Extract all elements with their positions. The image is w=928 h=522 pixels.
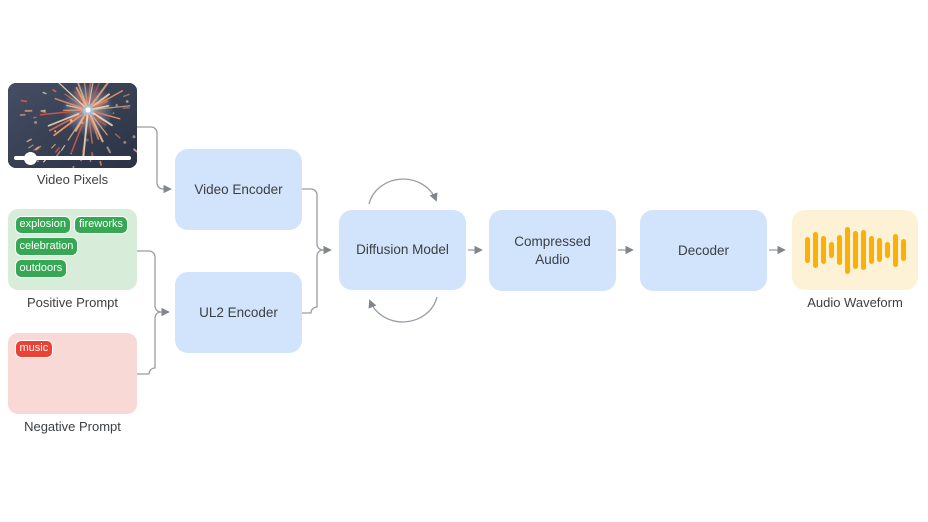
node-compressed-audio-label: Compressed Audio — [514, 233, 591, 267]
video-scrubber-bar[interactable] — [14, 151, 131, 165]
node-video-encoder: Video Encoder — [175, 149, 302, 230]
node-decoder: Decoder — [640, 210, 767, 291]
waveform-bar — [892, 233, 898, 267]
arrow-video-encoder-to-diffusion-model — [302, 188, 332, 255]
waveform-bar — [844, 226, 850, 274]
waveform-bar — [828, 242, 834, 258]
prompt-tag: celebration — [14, 237, 79, 256]
video-pixels-thumbnail — [8, 83, 137, 168]
video-scrubber-knob[interactable] — [24, 151, 37, 165]
arrow-ul2-encoder-to-diffusion-model — [302, 249, 324, 314]
prompt-tag: music — [14, 339, 54, 359]
node-video-encoder-label: Video Encoder — [194, 181, 283, 197]
prompt-tag: fireworks — [73, 215, 128, 235]
prompt-tag: explosion — [14, 215, 71, 235]
node-ul2-encoder-label: UL2 Encoder — [199, 304, 278, 320]
node-diffusion-model-label: Diffusion Model — [356, 242, 449, 258]
waveform-bar — [868, 236, 874, 264]
waveform-bar — [836, 235, 842, 265]
diffusion-loop-arc-top — [368, 178, 438, 205]
audio-waveform-icon — [804, 210, 906, 290]
negative-prompt-box: music — [8, 333, 137, 414]
waveform-bar — [860, 230, 866, 270]
caption-audio-waveform: Audio Waveform — [807, 295, 903, 310]
diffusion-loop-arc-bottom — [368, 296, 438, 323]
node-decoder-label: Decoder — [677, 242, 730, 258]
node-compressed-audio: Compressed Audio — [489, 210, 616, 291]
fireworks-image — [8, 83, 137, 168]
arrow-positive-prompt-to-ul2-encoder — [137, 250, 170, 317]
waveform-bar — [804, 237, 810, 263]
node-ul2-encoder: UL2 Encoder — [175, 272, 302, 353]
node-diffusion-model: Diffusion Model — [339, 210, 466, 290]
node-audio-waveform — [792, 210, 918, 290]
waveform-bar — [876, 238, 882, 262]
waveform-bar — [900, 239, 906, 261]
caption-video-pixels: Video Pixels — [36, 172, 109, 187]
waveform-bar — [812, 232, 818, 268]
caption-positive-prompt: Positive Prompt — [26, 295, 119, 310]
waveform-bar — [884, 242, 890, 258]
arrow-negative-prompt-to-ul2-encoder — [137, 311, 162, 375]
caption-negative-prompt: Negative Prompt — [24, 419, 121, 434]
arrow-video-pixels-to-video-encoder — [137, 126, 172, 194]
waveform-bar — [820, 236, 826, 264]
prompt-tag: outdoors — [14, 259, 68, 278]
waveform-bar — [852, 231, 858, 269]
